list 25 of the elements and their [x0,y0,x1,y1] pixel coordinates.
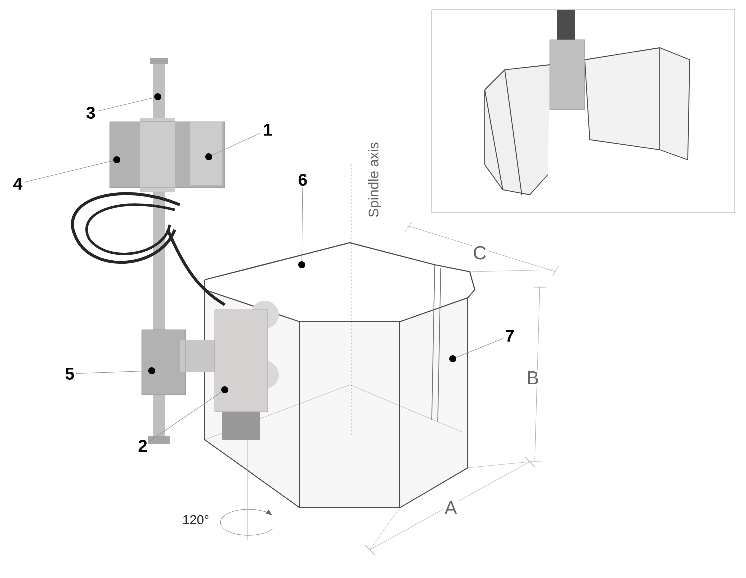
callout-number: 3 [86,106,96,120]
marker-dot [298,262,306,268]
marker-dot [154,94,162,100]
dimension-label: B [526,370,540,386]
leader-line [24,160,114,183]
marker-dot [114,156,120,164]
marker-dot [206,154,212,160]
marker-dot [148,368,156,374]
callout-number: 7 [506,330,514,342]
axis-label: Spindle axis [367,141,383,219]
marker-dot [222,386,228,394]
marker-dot [450,356,456,362]
angle-label: 120° [182,514,210,526]
callout-number: 4 [14,178,23,190]
leader-line [212,132,262,156]
callout-number: 2 [138,440,148,452]
dimension-label: A [444,500,458,516]
leader-line [76,370,149,374]
leader-line [456,338,504,358]
leader-line [149,392,222,442]
dimension-label: C [472,245,488,261]
callout-number: 6 [298,174,308,186]
callout-number: 1 [264,124,272,136]
callout-number: 5 [66,368,74,380]
leader-line [302,187,304,262]
